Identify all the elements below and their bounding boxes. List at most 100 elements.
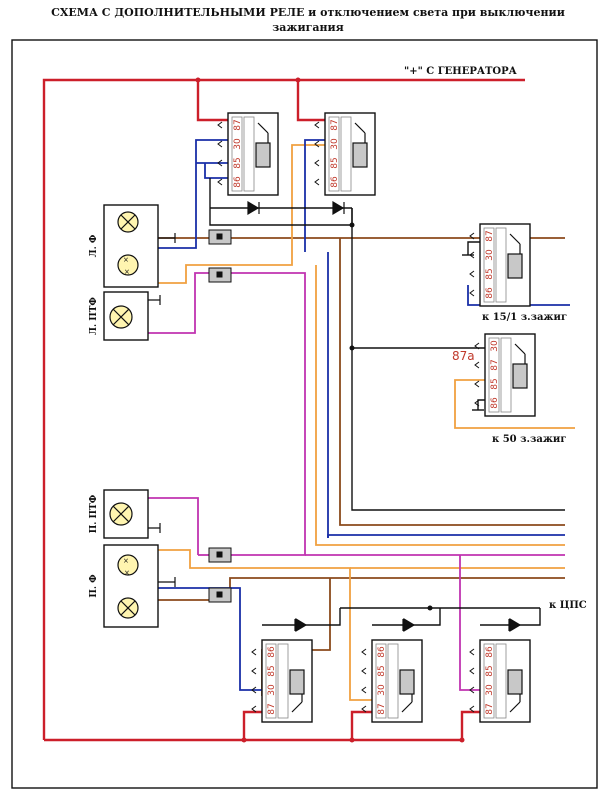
magenta-wire-right-fog [148, 497, 199, 555]
blue-wires [158, 139, 570, 691]
lamp-label-left-fog: Л. ПТФ [89, 297, 99, 335]
relay: 87 30 85 86 [469, 223, 531, 307]
orange-trunk [315, 265, 565, 546]
lamp-label-right-fog: П. ПТФ [89, 494, 99, 533]
diode [294, 617, 308, 633]
relay-coil [507, 253, 523, 279]
ign-50-label: к 50 з.зажиг [492, 434, 566, 445]
relay: 86 85 30 87 [361, 639, 423, 723]
lamp-icon [117, 554, 139, 576]
power-to-relay-1 [196, 80, 230, 122]
junction-dot [195, 77, 201, 83]
junction-dot [427, 605, 433, 611]
relay-pin-label: 85 [485, 268, 495, 279]
cps-label: к ЦПС [549, 600, 587, 611]
junction-dot [349, 222, 355, 228]
relays: 8730858687308586873085863087858686853087… [217, 112, 536, 723]
svg-text:×: × [123, 557, 129, 565]
magenta-wire-left-fog [148, 272, 306, 556]
relay-pin-label: 30 [267, 684, 277, 696]
blue-to-relay-3 [158, 587, 262, 691]
pin-87a-label: 87а [452, 349, 475, 363]
relay-coil [507, 669, 523, 695]
power-to-relay-2 [296, 80, 328, 122]
diagram-frame [11, 39, 598, 789]
fuse [208, 547, 232, 563]
blue-to-ign15 [467, 285, 570, 306]
magenta-to-relay-5 [459, 555, 480, 691]
relay-pin-label: 87 [485, 230, 495, 241]
lamp-icon [117, 254, 139, 276]
junction-dot [349, 737, 355, 743]
relay-pin-label: 87 [377, 703, 387, 714]
generator-label: "+" С ГЕНЕРАТОРА [404, 66, 518, 77]
relay-pin-label: 30 [485, 684, 495, 696]
blue-wire-relay2 [304, 139, 328, 252]
svg-text:×: × [123, 256, 129, 264]
relay-coil [289, 669, 305, 695]
diagram-title-line1: СХЕМА С ДОПОЛНИТЕЛЬНЫМИ РЕЛЕ и отключени… [51, 6, 565, 19]
relay-pin-label: 87 [267, 703, 277, 714]
black-wires [209, 178, 565, 626]
junction-dot [459, 737, 465, 743]
relay: 86 85 30 87 [469, 639, 531, 723]
relay-coil [512, 363, 528, 389]
fuses [208, 229, 232, 603]
power-to-relay-5 [460, 710, 480, 740]
relay-pin-label: 87 [330, 119, 340, 130]
brown-wires [158, 237, 565, 696]
relay-pin-label: 86 [485, 287, 495, 299]
relay-pin-label: 86 [377, 646, 387, 658]
svg-text:×: × [124, 569, 130, 577]
relay-pin-label: 86 [233, 176, 243, 188]
fuse [208, 267, 232, 283]
relay-pin-label: 30 [377, 684, 387, 696]
diode [508, 617, 522, 633]
relay-pin-label: 86 [485, 646, 495, 658]
lamp-label-right-head: П. Ф [89, 574, 99, 598]
relay-pin-label: 86 [490, 397, 500, 409]
lamp-unit-right-fog [103, 489, 161, 539]
relay-pin-label: 30 [330, 138, 340, 150]
diode [332, 200, 345, 216]
brown-trunk [339, 238, 565, 526]
relay-pin-label: 86 [267, 646, 277, 658]
relay-coil [255, 142, 271, 168]
relay-coil [352, 142, 368, 168]
orange-to-ign50 [454, 379, 575, 429]
diode [247, 200, 260, 216]
fuse [208, 229, 232, 245]
ign-15-label: к 15/1 з.зажиг [482, 312, 567, 323]
lamp-label-left-head: Л. Ф [89, 234, 99, 257]
power-to-relay-4 [350, 710, 372, 740]
lamp-unit-left-fog [103, 291, 161, 341]
relay-pin-label: 85 [377, 665, 387, 676]
relay-pin-label: 85 [233, 157, 243, 168]
magenta-wires [148, 272, 565, 691]
orange-wire-right [158, 549, 372, 701]
black-trunk [351, 225, 565, 511]
relay-pin-label: 30 [490, 340, 500, 352]
junction-dot [241, 737, 247, 743]
relay-pin-label: 86 [330, 176, 340, 188]
junction-dot [295, 77, 301, 83]
junction-dot [349, 345, 355, 351]
relay-pin-label: 87 [490, 359, 500, 370]
generator-power-line [42, 78, 525, 740]
relay-pin-label: 87 [485, 703, 495, 714]
diodes [247, 200, 522, 633]
orange-wire-left [158, 144, 325, 284]
relay-pin-label: 85 [485, 665, 495, 676]
diagram-title-line2: зажигания [272, 21, 344, 34]
relay-pin-label: 30 [233, 138, 243, 150]
relay-pin-label: 30 [485, 249, 495, 261]
lamp-unit-right-head: ×× [103, 544, 176, 628]
orange-wires [158, 144, 575, 701]
svg-text:×: × [124, 268, 130, 276]
lamp-unit-left-head: ×× [103, 204, 176, 288]
relay-pin-label: 85 [330, 157, 340, 168]
